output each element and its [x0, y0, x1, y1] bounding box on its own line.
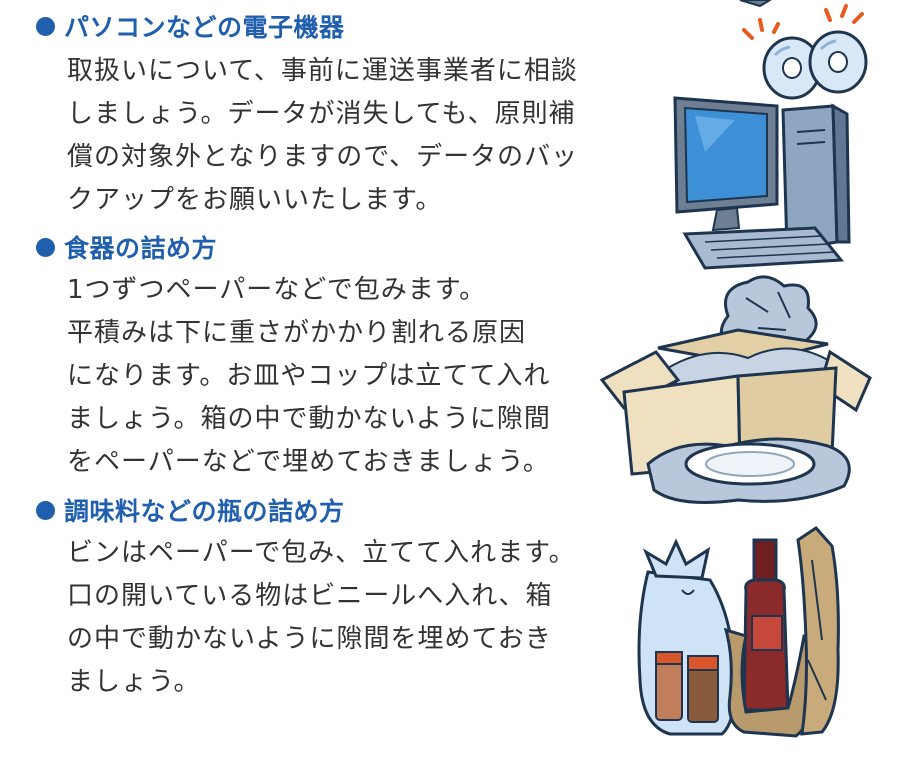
bullet-icon	[36, 500, 55, 520]
section-heading: パソコンなどの電子機器	[36, 8, 578, 44]
body-line: ビンはペーパーで包み、立てて入れます。	[67, 538, 576, 568]
body-line: をペーパーなどで埋めておきましょう。	[67, 447, 550, 477]
bullet-icon	[36, 16, 55, 36]
bullet-icon	[36, 237, 55, 257]
section-heading: 食器の詰め方	[36, 229, 551, 265]
desktop-computer-illustration	[673, 96, 851, 270]
body-line: 1つずつペーパーなどで包みます。	[67, 275, 487, 305]
section-tableware: 食器の詰め方 1つずつペーパーなどで包みます。 平積みは下に重さがかかり割れる原…	[36, 229, 551, 484]
heading-text: パソコンなどの電子機器	[64, 13, 345, 42]
body-line: になります。お皿やコップは立てて入れ	[67, 361, 551, 391]
body-line: 取扱いについて、事前に運送事業者に相談	[67, 56, 578, 86]
heading-text: 調味料などの瓶の詰め方	[64, 497, 345, 526]
section-body: 1つずつペーパーなどで包みます。 平積みは下に重さがかかり割れる原因 になります…	[67, 269, 551, 484]
section-body: 取扱いについて、事前に運送事業者に相談 しましょう。データが消失しても、原則補 …	[67, 50, 578, 222]
body-line: 平積みは下に重さがかかり割れる原因	[67, 318, 527, 348]
section-bottles: 調味料などの瓶の詰め方 ビンはペーパーで包み、立てて入れます。 口の開いている物…	[36, 492, 576, 704]
heading-text: 食器の詰め方	[64, 234, 218, 263]
body-line: しましょう。データが消失しても、原則補	[67, 99, 576, 129]
body-line: 償の対象外となりますので、データのバッ	[67, 142, 579, 172]
body-line: の中で動かないように隙間を埋めておき	[67, 624, 552, 654]
section-body: ビンはペーパーで包み、立てて入れます。 口の開いている物はビニールへ入れ、箱 の…	[67, 532, 576, 704]
box-with-dishes-illustration	[599, 275, 872, 504]
section-heading: 調味料などの瓶の詰め方	[36, 492, 576, 528]
bottles-illustration	[637, 526, 840, 738]
section-electronics: パソコンなどの電子機器 取扱いについて、事前に運送事業者に相談 しましょう。デー…	[36, 8, 578, 222]
body-line: ましょう。	[67, 667, 201, 697]
body-line: 口の開いている物はビニールへ入れ、箱	[67, 581, 553, 611]
body-line: ましょう。箱の中で動かないように隙間	[67, 404, 551, 434]
body-line: クアップをお願いいたします。	[67, 185, 443, 215]
cd-discs-illustration	[739, 0, 868, 100]
